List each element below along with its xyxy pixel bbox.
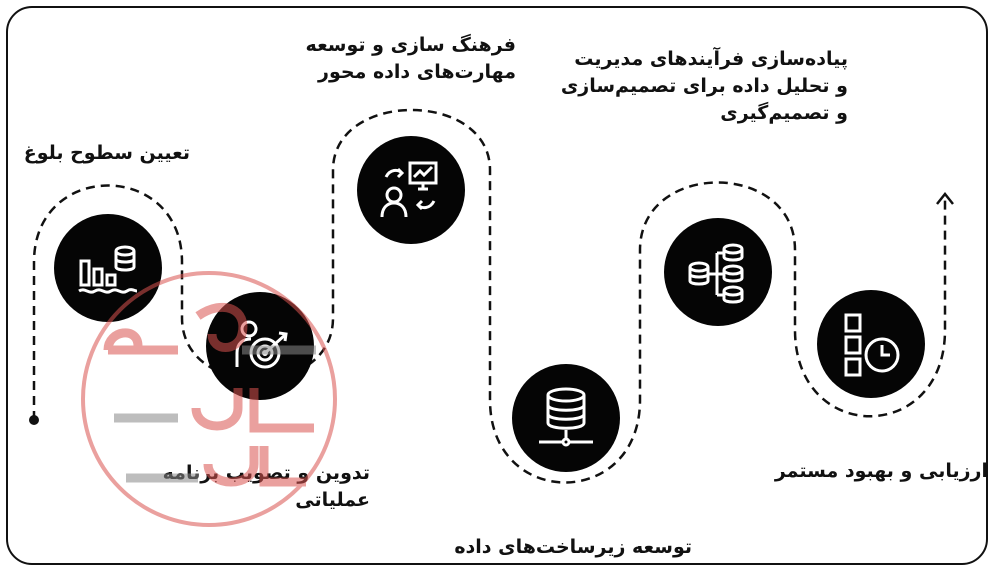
step-1-circle: [54, 214, 162, 322]
diagram-frame: [6, 6, 988, 565]
step-4-label: توسعه زیرساخت‌های داده: [454, 536, 692, 558]
step-6-circle: [817, 290, 925, 398]
chart-database-icon: [78, 245, 138, 294]
step-6-label: ارزیابی و بهبود مستمر: [774, 460, 988, 482]
step-3-circle: [357, 136, 465, 244]
step-4-circle: [512, 364, 620, 472]
database-network-icon: [539, 387, 593, 447]
path-start-dot: [29, 415, 39, 425]
presentation-icon: [380, 161, 438, 218]
watermark-stamp: [81, 271, 337, 527]
step-5-label: پیاده‌سازی فرآیندهای مدیریت و تحلیل داده…: [560, 48, 848, 124]
databases-flow-icon: [688, 243, 744, 304]
step-5-circle: [664, 218, 772, 326]
checklist-clock-icon: [844, 313, 900, 377]
step-3-label: فرهنگ سازی و توسعه مهارت‌های داده محور: [305, 34, 516, 83]
path-end-arrow: [936, 191, 954, 205]
step-1-label: تعیین سطوح بلوغ: [23, 142, 190, 164]
